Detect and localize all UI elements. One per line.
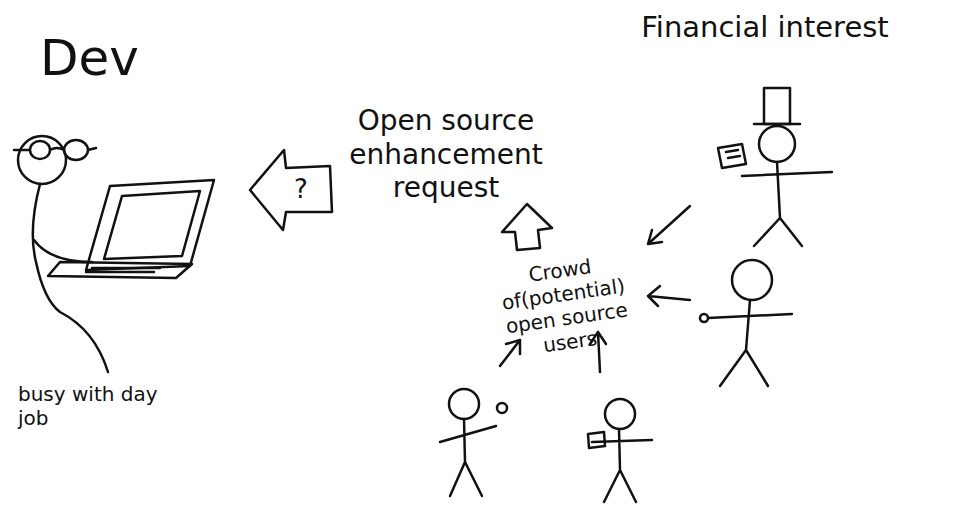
arrow [648,286,690,306]
head [732,260,772,300]
hand-label: Dev [40,28,190,88]
head [449,389,479,419]
laptop-screen [86,180,214,270]
hand-label: Financial interest [582,10,948,45]
right-figure [700,260,792,386]
arms [742,172,832,176]
coin [700,314,708,322]
head [759,126,795,162]
tophat-figure [718,88,832,246]
body [592,429,652,502]
coin [497,403,507,413]
laptop-base [48,262,192,278]
hand-label: busy with day job [18,382,158,430]
question-mark: ? [294,174,308,204]
laptop-display [104,191,200,259]
arrow [648,206,690,244]
hand-label: Crowd of(potential) open source users [497,250,633,362]
laptop-keys [86,268,160,272]
money-bundle [718,144,746,168]
dev-glasses [14,140,96,160]
hand-label: Open source enhancement request [330,104,562,205]
bottom-mid-figure [588,399,652,502]
head [605,399,635,429]
body [440,419,496,496]
hollow-up-arrow [502,204,552,250]
body [708,300,792,386]
arrow-outline [246,146,334,232]
arrow-shape [250,150,332,230]
money-lines [726,150,740,158]
top-hat [764,88,790,124]
question-arrow: ? [246,146,334,232]
money-note [588,432,605,448]
developer-figure [14,136,214,372]
dev-arm [34,240,92,262]
bottom-left-figure [440,389,507,496]
arrow [500,340,520,366]
